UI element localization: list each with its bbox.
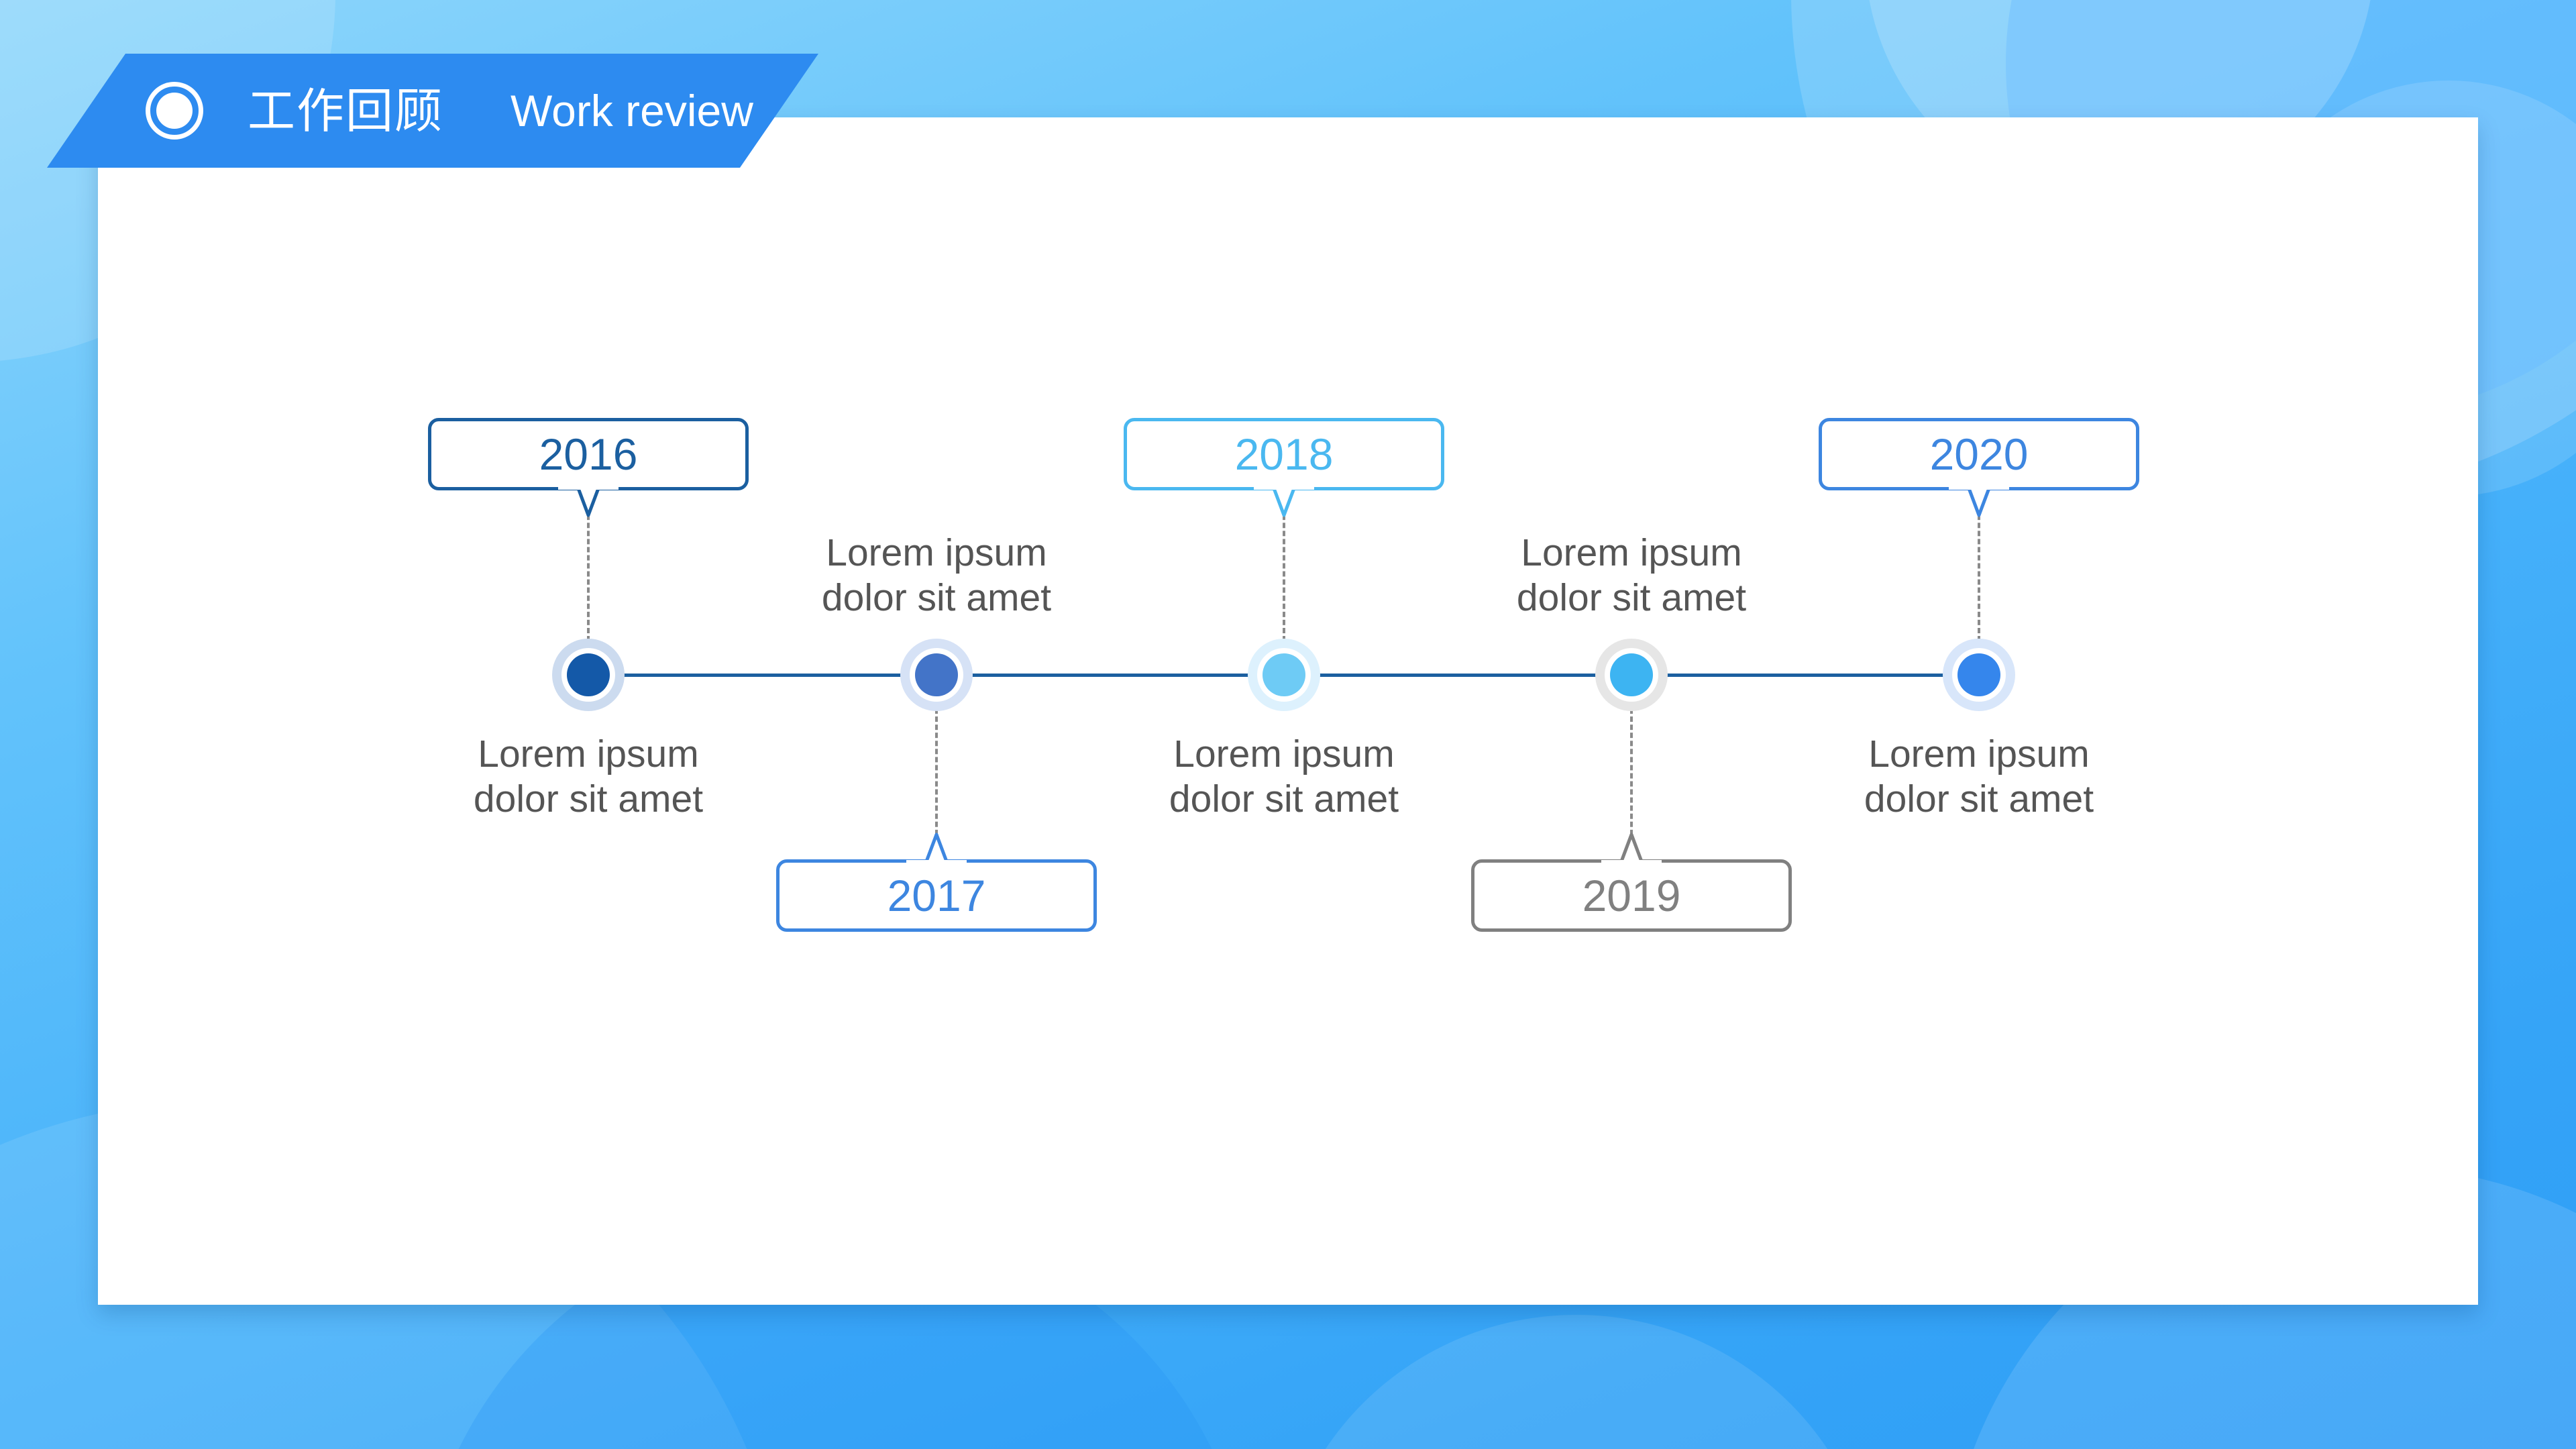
header-banner: 工作回顾 Work review <box>47 54 818 168</box>
background-blob-bottom-center <box>1275 1315 1878 1449</box>
content-card <box>98 117 2478 1305</box>
banner-title-en: Work review <box>511 86 753 136</box>
circle-target-icon-core <box>156 93 193 129</box>
banner-title-cn: 工作回顾 <box>248 83 444 139</box>
circle-target-icon <box>146 82 203 140</box>
